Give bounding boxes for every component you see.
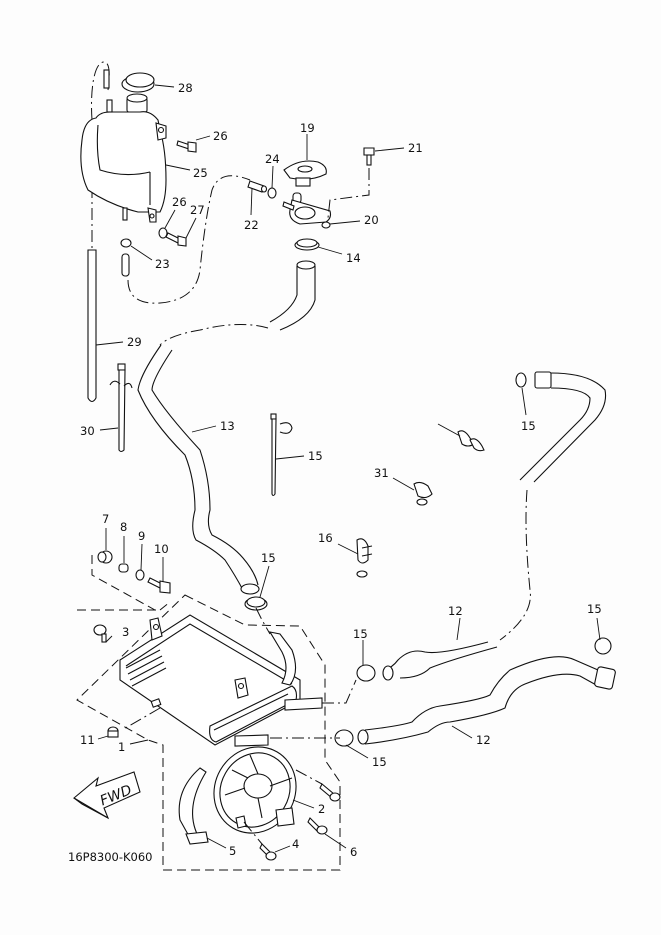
callout-14[interactable]: 13 (220, 419, 235, 433)
flow-line (322, 679, 357, 704)
bolt (147, 577, 171, 594)
washer (135, 569, 145, 581)
callout-22[interactable]: 23 (155, 257, 170, 271)
callout-15[interactable]: 15 (521, 419, 536, 433)
callout-1[interactable]: 1 (118, 740, 125, 754)
breather-hose (87, 61, 110, 403)
callout-23[interactable]: 24 (265, 152, 280, 166)
reservoir-tank (80, 93, 167, 223)
hose-14 (137, 260, 316, 595)
callout-27[interactable]: 28 (178, 81, 193, 95)
drawing-code: 16P8300-K060 (68, 850, 152, 864)
washer (158, 227, 168, 239)
clamp-31 (457, 430, 485, 452)
screw (307, 817, 328, 835)
clip (120, 238, 132, 277)
bolt-lower (165, 232, 187, 247)
callout-26[interactable]: 26 (213, 129, 228, 143)
clamp-17 (356, 538, 373, 578)
cable-tie-29 (109, 363, 133, 453)
flow-line (295, 769, 323, 785)
clip-23 (267, 187, 277, 199)
callout-20[interactable]: 21 (408, 141, 423, 155)
callout-12[interactable]: 12 (476, 733, 491, 747)
bolt-20 (327, 147, 375, 219)
callout-15[interactable]: 14 (346, 251, 361, 265)
hose-clamp (594, 637, 612, 655)
callout-11[interactable]: 11 (80, 733, 95, 747)
hose-clamp (334, 729, 354, 747)
fan-motor (213, 746, 297, 834)
filler-neck (282, 192, 332, 229)
callout-30[interactable]: 31 (374, 466, 389, 480)
clamp-30 (413, 481, 433, 506)
damper (97, 550, 113, 564)
radiator-cap (283, 160, 327, 187)
hose-clamp (244, 596, 268, 611)
callout-24[interactable]: 25 (193, 166, 208, 180)
screw (259, 843, 277, 861)
hose-21 (247, 180, 268, 193)
callout-15[interactable]: 15 (261, 551, 276, 565)
collar (118, 563, 129, 573)
flow-line (243, 821, 263, 845)
callout-15[interactable]: 15 (372, 755, 387, 769)
callout-18[interactable]: 19 (300, 121, 315, 135)
forward-arrow-icon: FWD (73, 771, 141, 820)
flow-line (255, 607, 271, 635)
callout-3[interactable]: 3 (122, 625, 129, 639)
callout-13[interactable]: 12 (448, 604, 463, 618)
hose-clamp (294, 238, 320, 251)
bolt-3 (93, 624, 107, 643)
flow-line (121, 707, 161, 731)
bolt-upper (176, 140, 197, 153)
callout-17[interactable]: 16 (318, 531, 333, 545)
callout-25[interactable]: 26 (172, 195, 187, 209)
radiator (119, 614, 323, 747)
callout-2[interactable]: 2 (318, 802, 325, 816)
callout-labels: 28 26 25 26 27 23 29 30 19 21 24 22 20 1… (80, 81, 602, 859)
callout-7[interactable]: 7 (102, 512, 109, 526)
hose-13 (382, 371, 607, 681)
callout-15[interactable]: 15 (353, 627, 368, 641)
overflow-route (127, 175, 251, 304)
callout-16[interactable]: 15 (308, 449, 323, 463)
plug-11 (107, 726, 119, 738)
callout-26[interactable]: 27 (190, 203, 205, 217)
callout-28[interactable]: 29 (127, 335, 142, 349)
screw (319, 783, 341, 802)
cable-tie-16 (270, 413, 293, 497)
callout-29[interactable]: 30 (80, 424, 95, 438)
hose-clamp (356, 664, 376, 682)
reservoir-cap (121, 72, 155, 93)
callout-10[interactable]: 10 (154, 542, 169, 556)
radiator-group-border (76, 594, 341, 871)
callout-21[interactable]: 22 (244, 218, 259, 232)
callout-15[interactable]: 15 (587, 602, 602, 616)
callout-19[interactable]: 20 (364, 213, 379, 227)
damper-group-border (91, 555, 156, 611)
callout-6[interactable]: 6 (350, 845, 357, 859)
callout-5[interactable]: 5 (229, 844, 236, 858)
callout-4[interactable]: 4 (292, 837, 299, 851)
bracket-5 (178, 767, 209, 845)
hose-12 (357, 656, 616, 745)
callout-8[interactable]: 8 (120, 520, 127, 534)
callout-9[interactable]: 9 (138, 529, 145, 543)
